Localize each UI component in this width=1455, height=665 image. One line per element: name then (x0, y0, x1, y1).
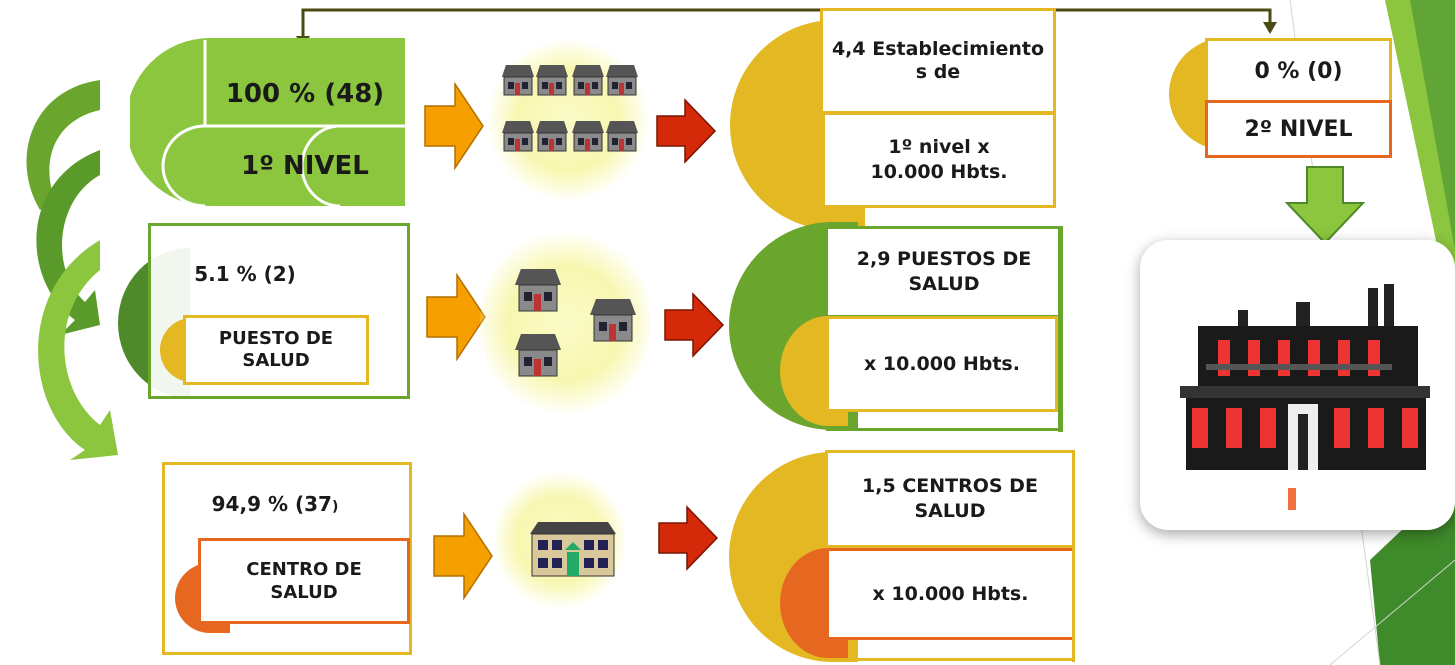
level1-percent: 100 % (48) (225, 79, 385, 109)
ratio2-frame-bottom (826, 428, 1063, 431)
block-arrow-right-icon (433, 512, 493, 600)
ratio3-top: 1,5 CENTROS DE SALUD (825, 450, 1075, 548)
hospital-marker (1288, 488, 1296, 510)
ratio3-bottom: x 10.000 Hbts. (826, 548, 1075, 640)
block-arrow-right-icon (424, 82, 484, 170)
ratio1-top: 4,4 Establecimiento s de (820, 8, 1056, 114)
puesto-percent: 5.1 % (2) (194, 262, 296, 286)
curved-arrow-icon (26, 80, 118, 460)
ratio1-bottom: 1º nivel x 10.000 Hbts. (822, 112, 1056, 208)
centro-percent-paren: ) (331, 499, 339, 515)
block-arrow-down-icon (1285, 166, 1365, 245)
ratio1-inner-arc (775, 112, 824, 212)
level1-label: 1º NIVEL (241, 151, 369, 181)
puesto-label: PUESTO DE SALUD (183, 315, 369, 385)
ratio3-frame-right (1072, 450, 1075, 662)
centro-percent: 94,9 % (37) (185, 492, 365, 517)
block-arrow-right-icon (656, 98, 717, 164)
house-group-icon (515, 268, 637, 377)
level2-label: 2º NIVEL (1205, 100, 1392, 158)
level2-percent: 0 % (0) (1205, 38, 1392, 104)
centro-label: CENTRO DE SALUD (198, 538, 410, 624)
centro-percent-value: 94,9 % (37 (211, 492, 332, 516)
level1-shape (130, 38, 405, 208)
ratio2-frame-right (1058, 226, 1063, 432)
house-group-icon (501, 64, 639, 152)
ratio3-frame-bottom (826, 658, 1075, 661)
health-center-icon (530, 522, 616, 577)
block-arrow-right-icon (664, 292, 725, 358)
block-arrow-right-icon (426, 273, 486, 361)
ratio2-bottom: x 10.000 Hbts. (826, 316, 1058, 412)
hospital-building-icon (1180, 284, 1430, 470)
block-arrow-right-icon (658, 505, 719, 571)
ratio2-top: 2,9 PUESTOS DE SALUD (825, 226, 1063, 318)
